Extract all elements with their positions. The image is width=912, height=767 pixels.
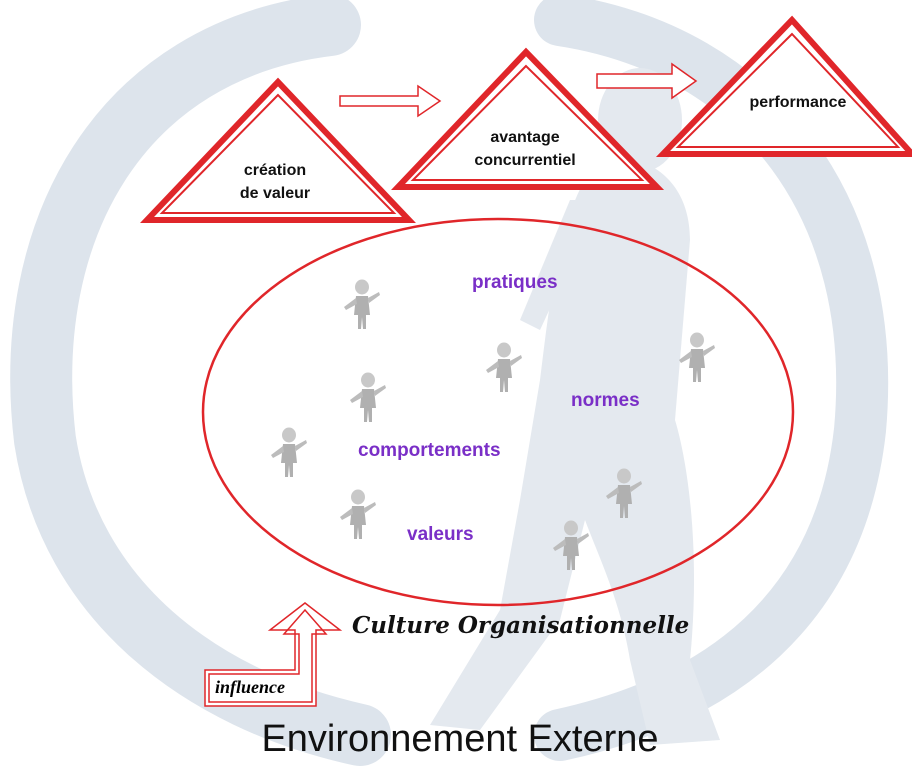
triangle-performance [655, 15, 912, 157]
label-avantage-line1: avantage [490, 129, 560, 146]
triangle-avantage-concurrentiel [391, 47, 665, 190]
environnement-externe-label: Environnement Externe [261, 718, 659, 760]
concept-valeurs: valeurs [407, 524, 474, 545]
person-figure-1 [344, 279, 380, 329]
label-avantage-line2: concurrentiel [474, 152, 576, 169]
label-creation-valeur: création de valeur [210, 159, 340, 205]
person-figure-6 [340, 489, 376, 539]
person-figure-4 [350, 372, 386, 422]
arrow-creation-to-avantage [339, 84, 442, 118]
label-avantage-concurrentiel: avantage concurrentiel [455, 126, 595, 172]
label-performance-line1: performance [749, 94, 847, 111]
concept-normes: normes [571, 390, 640, 411]
label-creation-line1: création [243, 162, 307, 179]
label-creation-line2: de valeur [239, 185, 311, 202]
influence-label: influence [215, 677, 285, 697]
culture-organisationnelle-label: Culture Organisationnelle [352, 612, 690, 639]
culture-ellipse [201, 217, 795, 607]
person-figure-5 [271, 427, 307, 477]
person-figure-3 [679, 332, 715, 382]
concept-comportements: comportements [358, 440, 501, 461]
label-performance: performance [728, 91, 868, 114]
influence-arrow [204, 602, 343, 707]
arrow-avantage-to-performance [596, 62, 698, 100]
person-figure-2 [486, 342, 522, 392]
triangle-creation-valeur [140, 77, 416, 223]
concept-pratiques: pratiques [472, 272, 558, 293]
